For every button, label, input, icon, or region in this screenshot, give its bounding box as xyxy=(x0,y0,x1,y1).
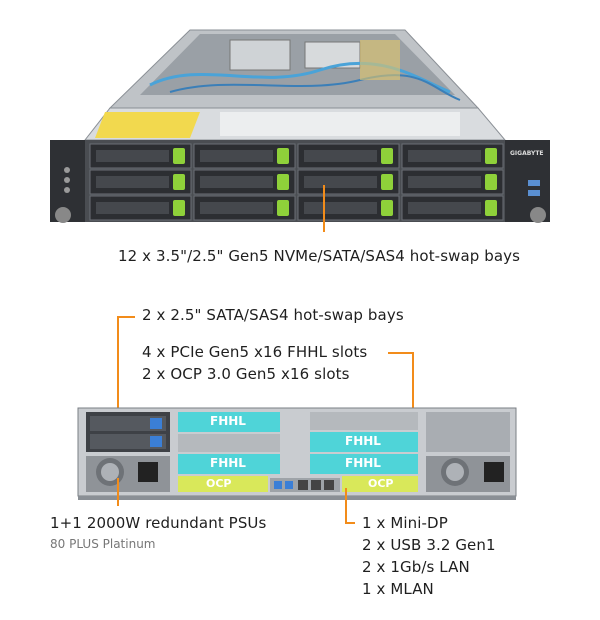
drive-bay-latch[interactable] xyxy=(485,174,497,190)
drive-bay-latch[interactable] xyxy=(173,148,185,164)
drive-bay-latch[interactable] xyxy=(173,174,185,190)
drive-bay-latch[interactable] xyxy=(381,200,393,216)
pcie-callout-line-v xyxy=(412,352,414,440)
ocp-slots-callout: 2 x OCP 3.0 Gen5 x16 slots xyxy=(142,365,350,383)
ocp-slot-label-1: OCP xyxy=(206,477,232,490)
io-minidp: 1 x Mini-DP xyxy=(362,514,448,532)
front-bays-callout: 12 x 3.5"/2.5" Gen5 NVMe/SATA/SAS4 hot-s… xyxy=(118,247,521,265)
drive-bay-vent xyxy=(408,176,481,188)
fhhl-slot-label-4: FHHL xyxy=(345,456,381,470)
io-callout-line-h xyxy=(345,522,355,524)
psu-callout: 1+1 2000W redundant PSUs xyxy=(50,514,267,532)
drive-bay-latch[interactable] xyxy=(381,174,393,190)
fhhl-slot-label-1: FHHL xyxy=(210,414,246,428)
drive-bay-vent xyxy=(200,202,273,214)
drive-bay-latch[interactable] xyxy=(173,200,185,216)
ocp-slot-label-2: OCP xyxy=(368,477,394,490)
front-brand-label: GIGABYTE xyxy=(510,150,544,157)
drive-bay-vent xyxy=(408,150,481,162)
drive-bay-vent xyxy=(96,150,169,162)
fhhl-slot-label-3: FHHL xyxy=(210,456,246,470)
psu-callout-line xyxy=(117,478,119,506)
drive-bay-latch[interactable] xyxy=(277,200,289,216)
drive-bay-latch[interactable] xyxy=(485,148,497,164)
pcie-callout-line-h xyxy=(388,352,413,354)
drive-bay-vent xyxy=(408,202,481,214)
small-bays-callout: 2 x 2.5" SATA/SAS4 hot-swap bays xyxy=(142,306,404,324)
io-callout-line-v xyxy=(345,488,347,524)
drive-bay-vent xyxy=(304,176,377,188)
front-server-image xyxy=(50,29,550,232)
io-lan: 2 x 1Gb/s LAN xyxy=(362,558,470,576)
fhhl-slot-label-2: FHHL xyxy=(345,434,381,448)
drive-bay-latch[interactable] xyxy=(277,174,289,190)
drive-bay-vent xyxy=(96,202,169,214)
io-mlan: 1 x MLAN xyxy=(362,580,434,598)
drive-bay-vent xyxy=(200,150,273,162)
small-bays-callout-line-v xyxy=(117,316,119,426)
drive-bay-vent xyxy=(96,176,169,188)
drive-bay-vent xyxy=(304,150,377,162)
drive-bay-vent xyxy=(304,202,377,214)
drive-bay-latch[interactable] xyxy=(277,148,289,164)
pcie-callout: 4 x PCIe Gen5 x16 FHHL slots xyxy=(142,343,368,361)
drive-bay-latch[interactable] xyxy=(381,148,393,164)
drive-bay-vent xyxy=(200,176,273,188)
psu-efficiency-label: 80 PLUS Platinum xyxy=(50,537,156,551)
rear-server-image xyxy=(77,407,517,500)
drive-bay-latch[interactable] xyxy=(485,200,497,216)
io-usb: 2 x USB 3.2 Gen1 xyxy=(362,536,496,554)
small-bays-callout-line-h xyxy=(117,316,135,318)
